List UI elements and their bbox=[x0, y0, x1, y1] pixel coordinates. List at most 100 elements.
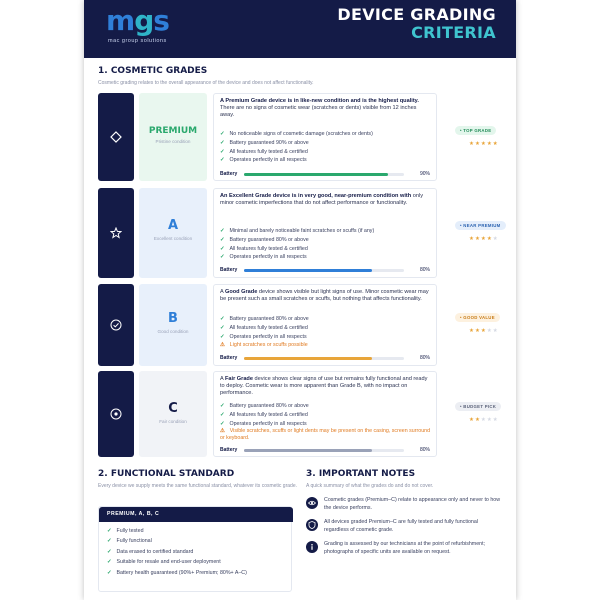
warning-item: ⚠Light scratches or scuffs possible bbox=[220, 342, 308, 349]
list-item: ✓Fully tested bbox=[107, 528, 144, 534]
list-item: ✓Data erased to certified standard bbox=[107, 548, 194, 555]
note-item: Grading is assessed by our technicians a… bbox=[306, 541, 502, 567]
list-item: ✓Fully functional bbox=[107, 538, 152, 545]
grade-name-panel: A Excellent condition bbox=[139, 188, 207, 278]
star-icon: ★ bbox=[492, 417, 499, 423]
rating-stars: ★★★★★ bbox=[469, 236, 499, 242]
warning-item: ⚠Visible scratches, scuffs or light dent… bbox=[220, 428, 431, 442]
grade-badge: • NEAR PREMIUM bbox=[455, 221, 506, 230]
list-item: ✓Battery guaranteed 90% or above bbox=[220, 139, 309, 146]
functional-box-header: PREMIUM, A, B, C bbox=[99, 507, 293, 522]
grade-c: C Fair condition A Fair Grade device sho… bbox=[98, 371, 437, 457]
cosmetic-section-title: 1. COSMETIC GRADES bbox=[98, 66, 208, 76]
grade-details-card: A Good Grade device shows visible but li… bbox=[213, 284, 437, 366]
warning-icon: ⚠ bbox=[220, 428, 225, 435]
list-item: ✓Operates perfectly in all respects bbox=[220, 254, 307, 261]
star-icon: ★ bbox=[486, 236, 493, 242]
rating-stars: ★★★★★ bbox=[469, 328, 499, 334]
battery-bar bbox=[244, 449, 372, 452]
functional-section-subtitle: Every device we supply meets the same fu… bbox=[98, 483, 297, 489]
star-icon: ★ bbox=[486, 328, 493, 334]
star-icon bbox=[109, 226, 123, 239]
grade-condition: Pristine condition bbox=[155, 139, 191, 144]
list-item: ✓Operates perfectly in all respects bbox=[220, 333, 307, 340]
grade-description: An Excellent Grade device is in very goo… bbox=[220, 193, 423, 207]
star-icon: ★ bbox=[474, 236, 481, 242]
note-text: All devices graded Premium–C are fully t… bbox=[324, 519, 478, 533]
star-icon: ★ bbox=[480, 417, 487, 423]
grade-details-card: An Excellent Grade device is in very goo… bbox=[213, 188, 437, 278]
eye-icon bbox=[306, 497, 318, 509]
battery-bar bbox=[244, 357, 372, 360]
battery-indicator: Battery 90% bbox=[220, 171, 430, 177]
grade-condition: Excellent condition bbox=[153, 236, 193, 241]
grade-name: A bbox=[167, 218, 179, 233]
grade-criteria-list: ✓Battery guaranteed 80% or above ✓All fe… bbox=[220, 402, 432, 442]
grade-name-panel: PREMIUM Pristine condition bbox=[139, 93, 207, 181]
star-icon: ★ bbox=[480, 236, 487, 242]
list-item: ✓Battery health guaranteed (90%+ Premium… bbox=[107, 569, 247, 576]
list-item: ✓All features fully tested & certified bbox=[220, 148, 308, 155]
grade-description: A Good Grade device shows visible but li… bbox=[220, 289, 429, 303]
diamond-icon bbox=[110, 131, 122, 143]
grade-icon-panel bbox=[98, 93, 134, 181]
grade-details-card: A Fair Grade device shows clear signs of… bbox=[213, 371, 437, 457]
star-icon: ★ bbox=[474, 141, 481, 147]
list-item: ✓All features fully tested & certified bbox=[220, 324, 308, 331]
list-item: ✓Battery guaranteed 80% or above bbox=[220, 236, 309, 243]
battery-bar bbox=[244, 173, 388, 176]
document-title-line2: CRITERIA bbox=[411, 23, 496, 42]
battery-indicator: Battery 80% bbox=[220, 355, 430, 361]
grade-description: A Premium Grade device is in like-new co… bbox=[220, 98, 419, 119]
star-icon: ★ bbox=[469, 141, 475, 147]
grade-badge: • TOP GRADE bbox=[455, 126, 497, 135]
grade-condition: Fair condition bbox=[159, 419, 187, 424]
list-item: ✓All features fully tested & certified bbox=[220, 245, 308, 252]
list-item: ✓Minimal and barely noticeable faint scr… bbox=[220, 228, 375, 234]
battery-bar bbox=[244, 269, 372, 272]
star-icon: ★ bbox=[474, 328, 481, 334]
list-item: ✓Operates perfectly in all respects bbox=[220, 157, 307, 164]
star-icon: ★ bbox=[492, 236, 499, 242]
grade-criteria-list: ✓Battery guaranteed 80% or above ✓All fe… bbox=[220, 315, 432, 350]
grade-premium: PREMIUM Pristine condition A Premium Gra… bbox=[98, 93, 437, 181]
shield-icon bbox=[306, 519, 318, 531]
dot-circle-icon bbox=[110, 408, 122, 420]
star-icon: ★ bbox=[469, 417, 475, 423]
list-item: ✓Battery guaranteed 80% or above bbox=[220, 403, 309, 409]
grade-name: B bbox=[168, 311, 178, 326]
star-icon: ★ bbox=[469, 328, 475, 334]
battery-value: 80% bbox=[419, 267, 430, 273]
grade-b: B Good condition A Good Grade device sho… bbox=[98, 284, 437, 366]
note-item: All devices graded Premium–C are fully t… bbox=[306, 519, 502, 539]
list-item: ✓Battery guaranteed 80% or above bbox=[220, 316, 309, 322]
rating-stars: ★★★★★ bbox=[469, 417, 499, 423]
battery-value: 80% bbox=[419, 447, 430, 453]
grade-icon-panel bbox=[98, 188, 134, 278]
list-item: ✓All features fully tested & certified bbox=[220, 411, 308, 418]
notes-section-title: 3. IMPORTANT NOTES bbox=[306, 469, 416, 479]
grade-description: A Fair Grade device shows clear signs of… bbox=[220, 376, 428, 397]
grading-document: mgs mac group solutions DEVICE GRADING C… bbox=[84, 0, 516, 600]
star-icon: ★ bbox=[480, 328, 487, 334]
star-icon: ★ bbox=[486, 141, 493, 147]
battery-value: 80% bbox=[419, 355, 430, 361]
functional-list: ✓Fully tested ✓Fully functional ✓Data er… bbox=[107, 526, 289, 578]
warning-icon: ⚠ bbox=[220, 342, 225, 349]
star-icon: ★ bbox=[492, 141, 499, 147]
grade-condition: Good condition bbox=[157, 329, 189, 334]
battery-indicator: Battery 80% bbox=[220, 267, 430, 273]
grade-criteria-list: ✓Minimal and barely noticeable faint scr… bbox=[220, 227, 432, 262]
list-item: ✓Operates perfectly in all respects bbox=[220, 420, 307, 427]
battery-indicator: Battery 80% bbox=[220, 447, 430, 453]
star-icon: ★ bbox=[469, 236, 475, 242]
grade-icon-panel bbox=[98, 284, 134, 366]
grade-name: PREMIUM bbox=[148, 126, 198, 136]
note-text: Cosmetic grades (Premium–C) relate to ap… bbox=[324, 497, 501, 511]
star-icon: ★ bbox=[492, 328, 499, 334]
cosmetic-section-subtitle: Cosmetic grading relates to the overall … bbox=[98, 80, 314, 86]
check-circle-icon bbox=[110, 319, 122, 331]
company-logo: mgs bbox=[106, 4, 170, 37]
info-icon bbox=[306, 541, 318, 553]
functional-standard-box: PREMIUM, A, B, C ✓Fully tested ✓Fully fu… bbox=[98, 506, 293, 592]
